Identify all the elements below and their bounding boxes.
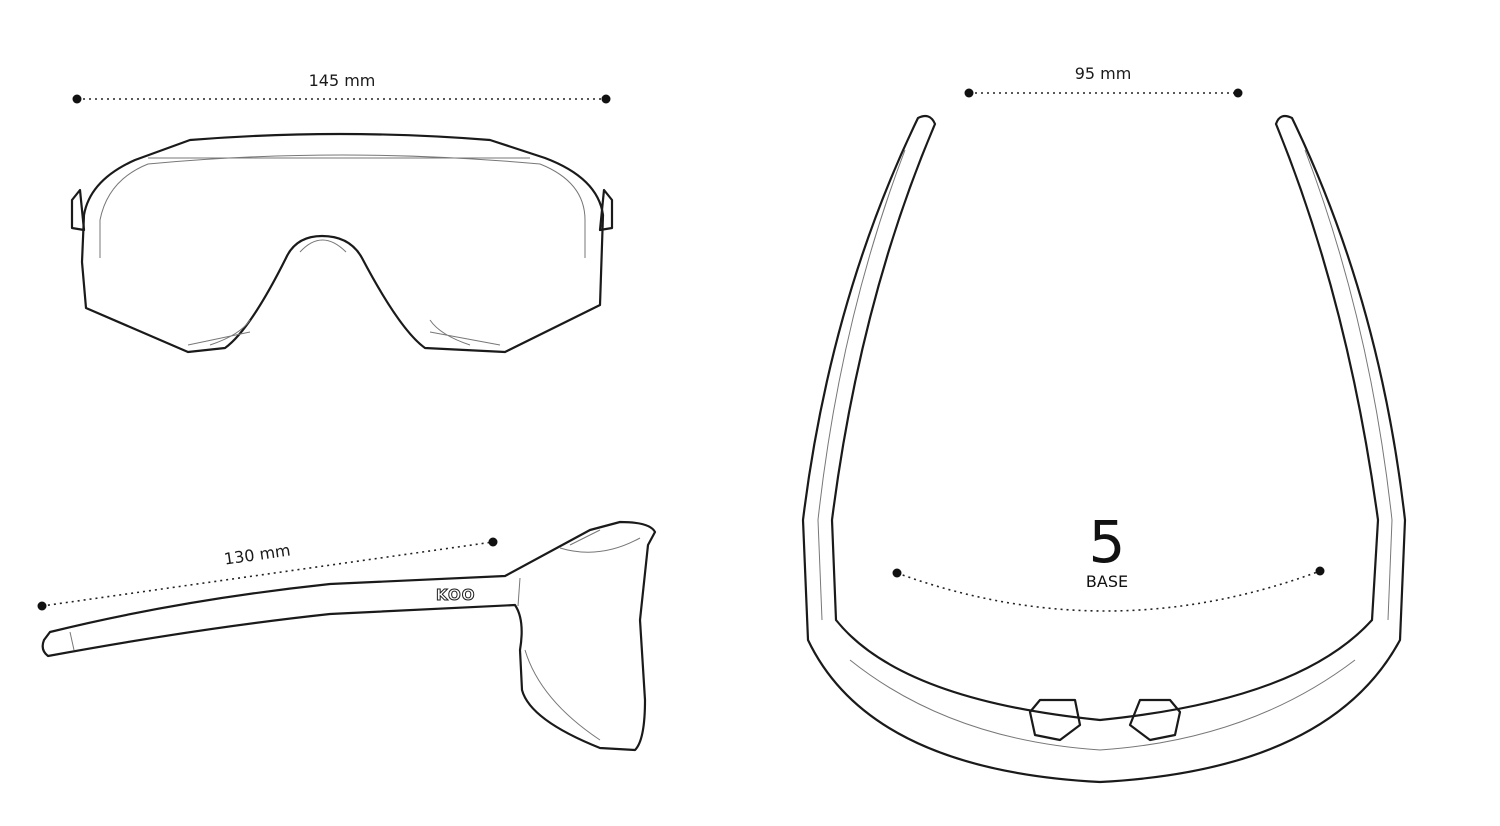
- front-lens-outline: [80, 132, 605, 354]
- top-view: 95 mm 5 BASE: [801, 64, 1407, 784]
- base-label: BASE: [1086, 572, 1128, 591]
- front-view: 145 mm: [70, 71, 614, 354]
- front-width-label: 145 mm: [309, 71, 376, 90]
- side-frame-outline: [41, 520, 657, 752]
- dimension-endpoint: [37, 601, 47, 611]
- top-width-label: 95 mm: [1075, 64, 1132, 83]
- koo-logo: KOO: [436, 586, 475, 604]
- dimension-endpoint: [964, 88, 974, 98]
- dimension-endpoint: [1315, 566, 1325, 576]
- temple-length-label: 130 mm: [223, 540, 292, 568]
- dimension-endpoint: [488, 537, 498, 547]
- dimension-endpoint: [72, 94, 82, 104]
- dimension-endpoint: [1233, 88, 1243, 98]
- base-curve-number: 5: [1089, 508, 1126, 576]
- base-curve-dimension: [896, 570, 1321, 612]
- dimension-endpoint: [892, 568, 902, 578]
- temple-length-dimension-line: [41, 541, 494, 607]
- side-view: 130 mm KOO: [37, 520, 657, 752]
- dimension-endpoint: [601, 94, 611, 104]
- top-frame-outline: [801, 114, 1407, 784]
